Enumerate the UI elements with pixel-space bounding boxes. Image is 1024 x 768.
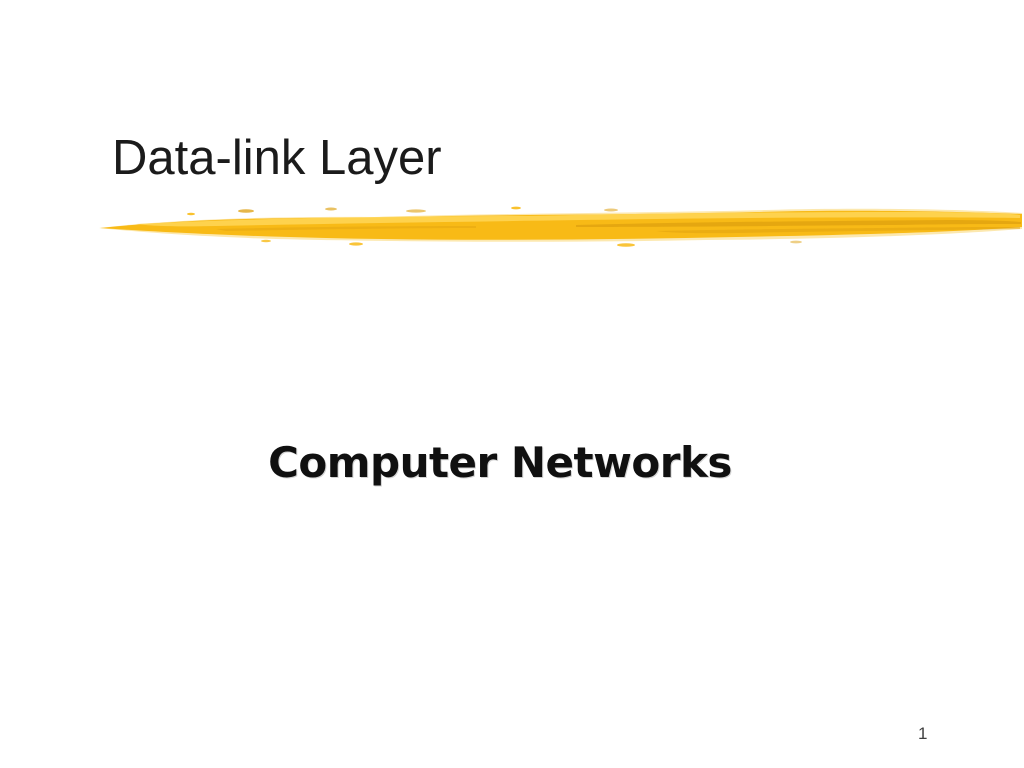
brush-highlight-shape [136,212,1020,227]
brush-speckle [790,240,802,244]
brush-dark-streak-2 [656,227,1020,234]
brush-speckle [238,209,254,213]
brush-speckle [617,243,635,247]
brush-speckle [261,239,271,243]
brush-speckle [406,209,426,213]
brush-speckle [187,212,195,216]
brush-speckle [604,208,618,212]
brush-speckle [349,242,363,246]
brush-speckle [325,207,337,211]
slide-subtitle: Computer Networks [268,438,732,487]
slide-title: Data-link Layer [112,131,442,185]
brush-dark-streak-3 [216,226,476,231]
page-number: 1 [918,724,928,743]
brush-speckle [511,206,521,210]
brush-dark-streak-1 [576,220,1021,227]
brush-stroke-underline [99,206,1022,247]
